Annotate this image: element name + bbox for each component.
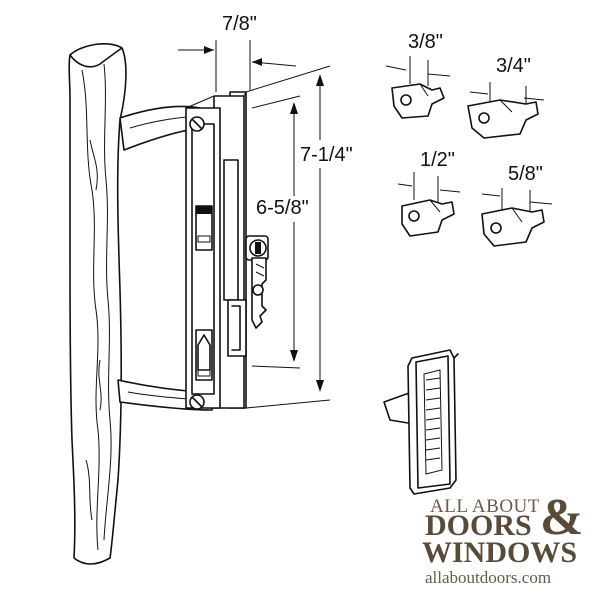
logo-line-all-about: ALL ABOUT [430,496,540,517]
keeper-5-8-label: 5/8" [508,163,543,185]
keeper-1-2: 1/2" [397,149,461,237]
key-cylinder [245,235,269,329]
logo-url: allaboutdoors.com [425,568,552,587]
logo-ampersand: & [540,489,584,546]
strike-plate [383,349,459,495]
strike-plate-hatching [425,377,441,461]
inner-height-dimension-label: 6-5/8" [256,197,309,219]
keeper-3-4-label: 3/4" [496,55,531,77]
label-backer-outer [298,140,354,168]
width-dimension-label: 7/8" [222,13,257,35]
lock-body [185,91,247,410]
logo-line-windows: WINDOWS [422,536,578,569]
label-backer-inner [254,196,318,222]
keeper-1-2-label: 1/2" [420,149,455,171]
dimension-lines [178,40,331,409]
keeper-3-4: 3/4" [467,55,545,139]
handle [68,42,127,565]
outer-height-dimension-label: 7-1/4" [300,144,353,166]
keeper-3-8-label: 3/8" [408,31,443,53]
logo-line-doors: DOORS [425,509,532,542]
keeper-3-8: 3/8" [385,31,451,119]
keeper-5-8: 5/8" [481,163,553,247]
